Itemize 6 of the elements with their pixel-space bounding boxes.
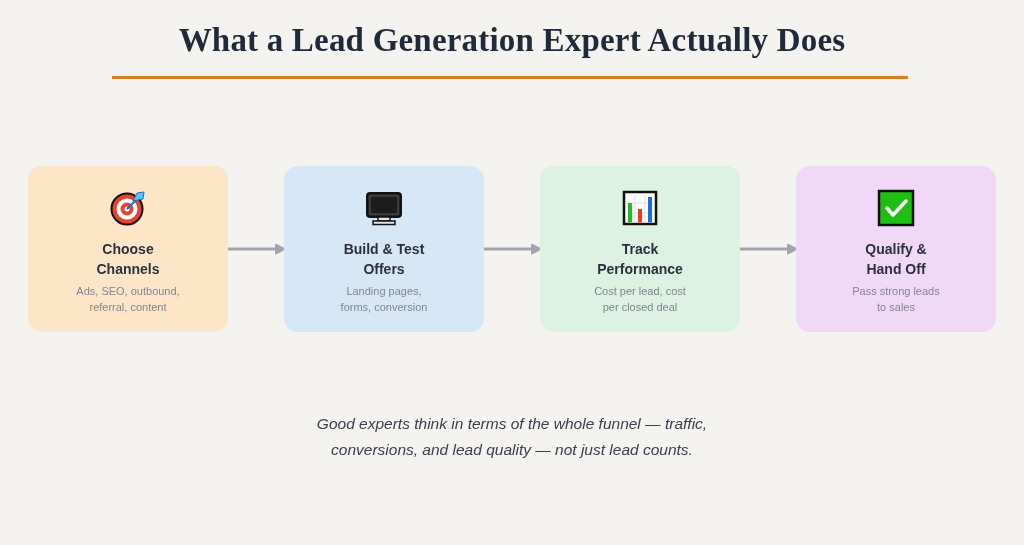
diagram-title: What a Lead Generation Expert Actually Does: [178, 22, 846, 59]
node-box: Qualify & Hand Off Pass strong leads to sales: [796, 166, 996, 333]
node-box: Build & Test Offers Landing pages, forms, conversion: [284, 166, 484, 333]
node-box: Track Performance Cost per lead, cost per closed deal: [540, 166, 740, 333]
node-box: Choose Channels Ads, SEO, outbound, referral, content: [28, 166, 228, 333]
caption-text: Good experts think in terms of the whole funnel — traffic, conversions, and lead quality — not just lead counts.: [315, 414, 709, 461]
